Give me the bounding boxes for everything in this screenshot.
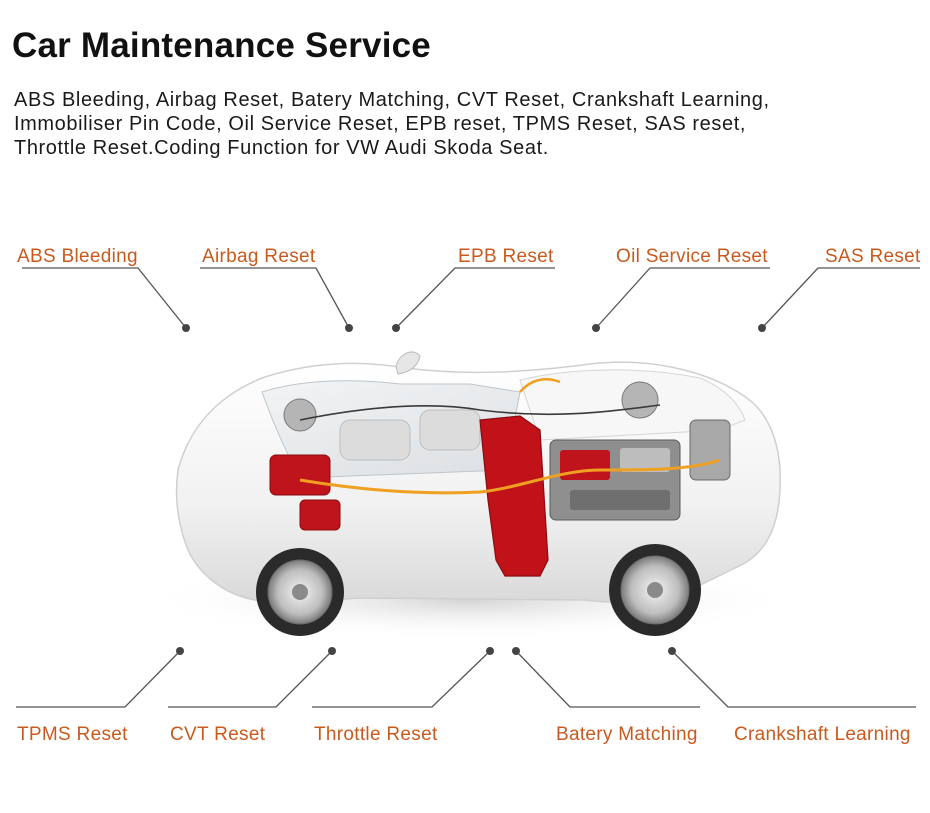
rear-wheel bbox=[609, 544, 701, 636]
callout-label-oil-service-reset: Oil Service Reset bbox=[616, 246, 768, 267]
seat bbox=[419, 409, 481, 451]
side-mirror bbox=[395, 351, 421, 375]
callout-label-abs-bleeding: ABS Bleeding bbox=[17, 246, 138, 267]
callout-bottom-crankshaft-learning-line bbox=[668, 647, 916, 708]
fuel-tank bbox=[479, 415, 549, 577]
description-line: ABS Bleeding, Airbag Reset, Batery Match… bbox=[14, 89, 770, 111]
wiring-harness bbox=[519, 378, 561, 393]
callout-label-batery-matching: Batery Matching bbox=[556, 724, 698, 745]
callout-bottom-batery-matching-line bbox=[512, 647, 700, 708]
callout-bottom-throttle-reset-line bbox=[312, 647, 494, 708]
page-title: Car Maintenance Service bbox=[12, 26, 431, 65]
callout-top-sas-reset-line bbox=[758, 267, 920, 332]
front-wheel bbox=[256, 548, 344, 636]
wiring-harness bbox=[299, 458, 721, 495]
callout-label-cvt-reset: CVT Reset bbox=[170, 724, 266, 745]
callout-label-epb-reset: EPB Reset bbox=[458, 246, 554, 267]
callout-label-airbag-reset: Airbag Reset bbox=[202, 246, 316, 267]
engine bbox=[549, 439, 681, 521]
callout-top-airbag-reset-line bbox=[200, 267, 353, 332]
service-description: ABS Bleeding, Airbag Reset, Batery Match… bbox=[14, 88, 894, 160]
description-line: Immobiliser Pin Code, Oil Service Reset,… bbox=[14, 113, 747, 135]
callout-label-sas-reset: SAS Reset bbox=[825, 246, 921, 267]
car-illustration bbox=[175, 351, 781, 636]
callout-bottom-cvt-reset-line bbox=[168, 647, 336, 708]
brake-line bbox=[299, 404, 661, 421]
callout-top-abs-bleeding-line bbox=[22, 267, 190, 332]
front-brake-system bbox=[269, 398, 341, 531]
callout-top-epb-reset-line bbox=[392, 267, 555, 332]
callout-label-crankshaft-learning: Crankshaft Learning bbox=[734, 724, 911, 745]
callout-label-throttle-reset: Throttle Reset bbox=[314, 724, 438, 745]
callout-bottom-tpms-reset-line bbox=[16, 647, 184, 708]
description-line: Throttle Reset.Coding Function for VW Au… bbox=[14, 137, 549, 159]
callout-top-oil-service-reset-line bbox=[592, 267, 770, 332]
callout-label-tpms-reset: TPMS Reset bbox=[17, 724, 128, 745]
seat bbox=[339, 419, 411, 461]
